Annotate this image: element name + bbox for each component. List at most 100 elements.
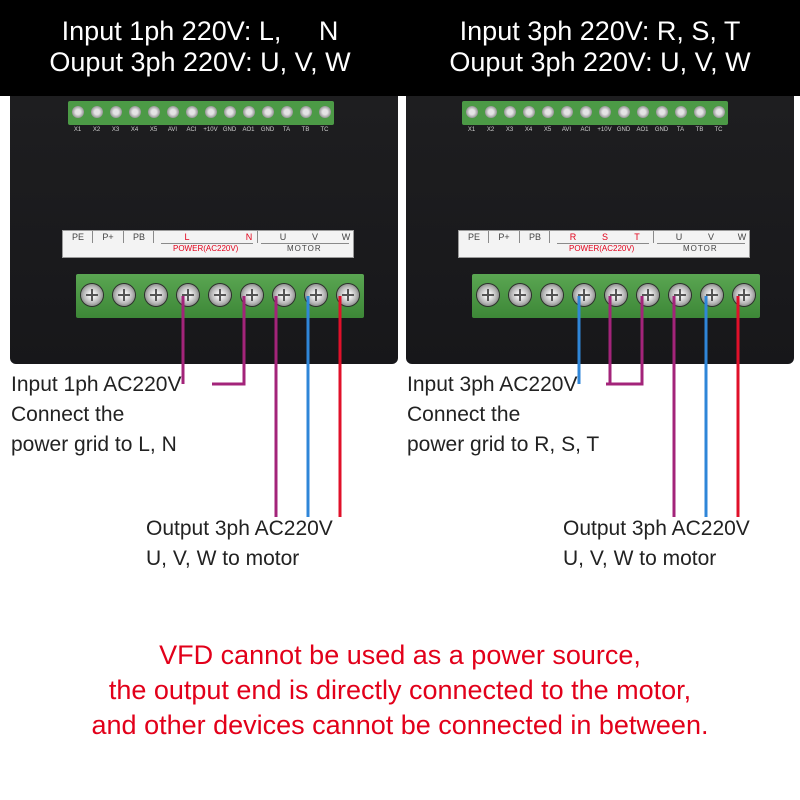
plate-label-pb: PB — [132, 232, 145, 242]
control-terminal-screw — [109, 106, 122, 118]
warning-line-2: the output end is directly connected to … — [108, 675, 692, 705]
power-terminal-screw — [669, 284, 691, 306]
power-terminal-screw — [113, 284, 135, 306]
plate-label-v: V — [707, 232, 714, 242]
control-terminal-label: X2 — [92, 127, 101, 133]
power-terminal-screw — [701, 284, 723, 306]
plate-label-pb: PB — [528, 232, 541, 242]
power-terminal-screw — [637, 284, 659, 306]
control-terminal-label: GND — [616, 127, 631, 133]
plate-label-u: U — [675, 232, 683, 242]
control-terminal-screw — [280, 106, 293, 118]
control-terminal-label: X4 — [524, 127, 533, 133]
control-terminal-screw — [522, 106, 535, 118]
control-terminal-label: GND — [260, 127, 275, 133]
header-left-input: Input 1ph 220V: L, N — [61, 16, 339, 46]
power-terminal-screw — [605, 284, 627, 306]
control-terminal-label: X1 — [73, 127, 82, 133]
plate-label-v: V — [311, 232, 318, 242]
power-terminal-plate: PE P+ PB R S T U V W POWER(AC220V) MOTOR — [458, 230, 750, 258]
plate-label-w: W — [737, 232, 747, 242]
control-terminal-label: ACI — [580, 127, 591, 133]
control-terminal-screw — [299, 106, 312, 118]
right-input-note: Input 3ph AC220V Connect the power grid … — [407, 373, 600, 456]
power-terminal-screw — [145, 284, 167, 306]
plate-label-r: R — [569, 232, 577, 242]
power-terminal-screw — [509, 284, 531, 306]
control-terminal-strip — [462, 101, 728, 125]
control-terminal-label: AVI — [167, 127, 178, 133]
left-input-note: Input 1ph AC220V Connect the power grid … — [11, 373, 182, 456]
warning-line-1: VFD cannot be used as a power source, — [159, 640, 641, 670]
power-terminal-screw — [305, 284, 327, 306]
power-terminal-screw — [273, 284, 295, 306]
plate-motor-label: MOTOR — [287, 244, 322, 253]
power-terminal-block — [472, 274, 760, 318]
plate-label-w: W — [341, 232, 351, 242]
control-terminal-screw — [636, 106, 649, 118]
power-terminal-screw — [337, 284, 359, 306]
control-terminal-label: TC — [320, 127, 329, 133]
plate-label-n: N — [245, 232, 253, 242]
control-terminal-label: AVI — [561, 127, 572, 133]
header-right-input: Input 3ph 220V: R, S, T — [459, 16, 741, 46]
control-terminal-strip — [68, 101, 334, 125]
control-terminal-screw — [318, 106, 331, 118]
control-terminal-label: AO1 — [242, 127, 255, 133]
plate-label-pe: PE — [467, 232, 480, 242]
control-terminal-screw — [261, 106, 274, 118]
control-terminal-screw — [242, 106, 255, 118]
plate-label-s: S — [601, 232, 608, 242]
control-terminal-label: X5 — [149, 127, 158, 133]
control-terminal-screw — [712, 106, 725, 118]
control-terminal-screw — [598, 106, 611, 118]
control-terminal-screw — [71, 106, 84, 118]
power-terminal-screw — [177, 284, 199, 306]
plate-label-p-plus: P+ — [102, 232, 114, 242]
plate-motor-label: MOTOR — [683, 244, 718, 253]
control-terminal-label: X1 — [467, 127, 476, 133]
control-terminal-label: AO1 — [636, 127, 649, 133]
control-terminal-label: TB — [695, 127, 704, 133]
power-terminal-block — [76, 274, 364, 318]
control-terminal-label: TB — [301, 127, 310, 133]
control-terminal-screw — [204, 106, 217, 118]
right-output-note: Output 3ph AC220V U, V, W to motor — [563, 517, 750, 570]
control-terminal-label: GND — [654, 127, 669, 133]
control-terminal-label: TA — [282, 127, 291, 133]
control-terminal-label: X3 — [505, 127, 514, 133]
control-terminal-screw — [166, 106, 179, 118]
control-terminal-screw — [223, 106, 236, 118]
control-terminal-label: X5 — [543, 127, 552, 133]
control-terminal-label: X2 — [486, 127, 495, 133]
plate-power-label: POWER(AC220V) — [173, 244, 239, 253]
control-terminal-screw — [541, 106, 554, 118]
control-terminal-screw — [674, 106, 687, 118]
control-terminal-label: TC — [714, 127, 723, 133]
control-terminal-label: ACI — [186, 127, 197, 133]
header-left-output: Ouput 3ph 220V: U, V, W — [49, 47, 351, 77]
control-terminal-labels: X1 X2 X3 X4 X5 AVI ACI +10V GND AO1 GND TA TB TC — [462, 127, 728, 135]
control-terminal-label: TA — [676, 127, 685, 133]
control-terminal-label: +10V — [203, 127, 218, 133]
header-right: Input 3ph 220V: R, S, T Ouput 3ph 220V: … — [400, 0, 800, 96]
power-terminal-plate: PE P+ PB L N U V W POWER(AC220V) MOTOR — [62, 230, 354, 258]
plate-label-pe: PE — [71, 232, 84, 242]
power-terminal-screw — [241, 284, 263, 306]
power-terminal-screw — [81, 284, 103, 306]
control-terminal-label: +10V — [597, 127, 612, 133]
control-terminal-screw — [617, 106, 630, 118]
control-terminal-screw — [693, 106, 706, 118]
control-terminal-label: X3 — [111, 127, 120, 133]
warning-text: VFD cannot be used as a power source, th… — [0, 638, 800, 743]
plate-label-t: T — [634, 232, 640, 242]
plate-label-u: U — [279, 232, 287, 242]
power-terminal-screw — [541, 284, 563, 306]
control-terminal-screw — [655, 106, 668, 118]
power-terminal-screw — [477, 284, 499, 306]
header-left: Input 1ph 220V: L, N Ouput 3ph 220V: U, … — [0, 0, 400, 96]
vfd-right-unit: X1 X2 X3 X4 X5 AVI ACI +10V GND AO1 GND TA TB TC PE P… — [406, 96, 794, 364]
control-terminal-screw — [484, 106, 497, 118]
